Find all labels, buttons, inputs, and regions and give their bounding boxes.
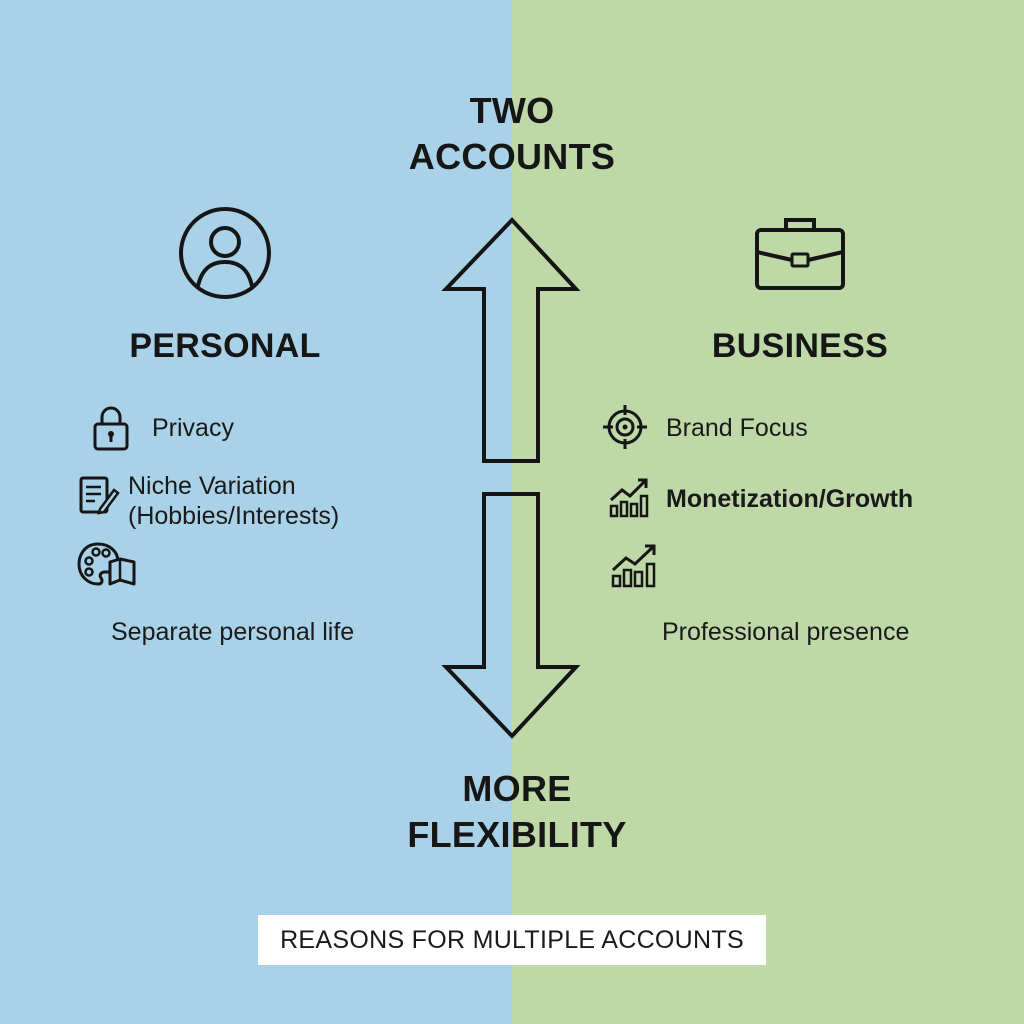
title-line-1: TWO bbox=[469, 90, 555, 131]
growth-chart-icon bbox=[611, 544, 656, 588]
up-arrow-icon bbox=[441, 217, 581, 463]
personal-summary: Separate personal life bbox=[111, 618, 355, 646]
target-icon bbox=[603, 405, 647, 449]
notepad-pencil-icon bbox=[79, 476, 120, 515]
business-item-monetization: Monetization/Growth bbox=[666, 485, 914, 513]
niche-line-1: Niche Variation bbox=[128, 472, 296, 500]
palette-book-icon bbox=[77, 542, 136, 586]
business-label: BUSINESS bbox=[711, 327, 889, 365]
title-line-2: ACCOUNTS bbox=[408, 136, 616, 177]
bottom-line-1: MORE bbox=[462, 768, 572, 809]
business-summary: Professional presence bbox=[662, 618, 910, 646]
growth-chart-icon bbox=[609, 478, 649, 518]
business-panel bbox=[512, 0, 1024, 1024]
flexibility-title: MORE FLEXIBILITY bbox=[362, 766, 672, 858]
briefcase-icon bbox=[755, 218, 845, 290]
user-circle-icon bbox=[179, 207, 271, 299]
personal-label: PERSONAL bbox=[129, 327, 321, 365]
lock-icon bbox=[93, 406, 129, 451]
business-item-brand-focus: Brand Focus bbox=[666, 414, 808, 442]
niche-line-2: (Hobbies/Interests) bbox=[128, 502, 340, 530]
personal-item-niche: Niche Variation (Hobbies/Interests) bbox=[128, 471, 339, 531]
diagram-title: TWO ACCOUNTS bbox=[362, 88, 662, 180]
down-arrow-icon bbox=[441, 492, 581, 739]
footer-caption: REASONS FOR MULTIPLE ACCOUNTS bbox=[258, 915, 766, 965]
personal-item-privacy: Privacy bbox=[152, 414, 234, 442]
bottom-line-2: FLEXIBILITY bbox=[407, 814, 627, 855]
